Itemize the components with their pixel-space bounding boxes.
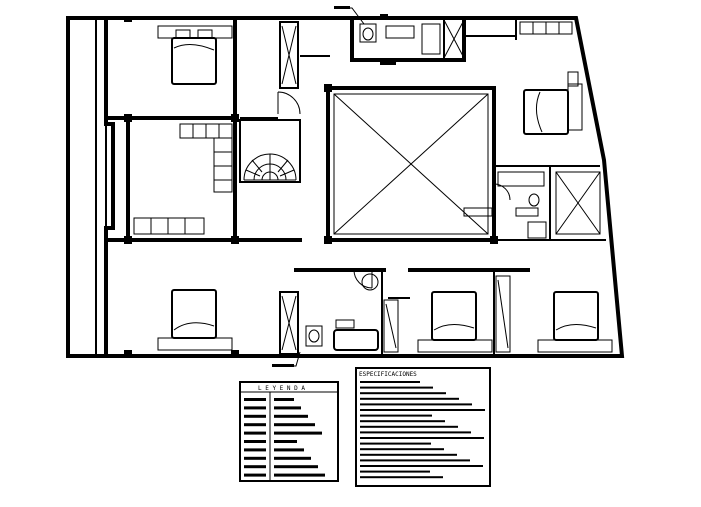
legend-table: L E Y E N D A <box>239 381 339 482</box>
specification-text-line <box>360 420 445 423</box>
specifications-title: ESPECIFICACIONES <box>359 371 417 378</box>
toilet-icon <box>305 19 547 351</box>
specification-text-line <box>360 386 433 389</box>
wardrobe-icon <box>281 25 509 351</box>
legend-text-line <box>274 465 318 469</box>
legend-symbol <box>244 398 266 401</box>
legend-text-line <box>274 456 311 460</box>
legend-text-line <box>274 414 308 418</box>
legend-text-line <box>274 473 325 477</box>
specification-text-line <box>360 476 443 479</box>
specification-text-line <box>360 453 457 456</box>
annotation-leaders <box>272 6 397 367</box>
legend-text-line <box>274 398 294 401</box>
specification-text-line <box>360 425 458 428</box>
specification-text-line <box>360 437 484 439</box>
legend-text-line <box>274 440 297 443</box>
specification-text-line <box>360 431 471 434</box>
specification-text-line <box>360 403 472 406</box>
column-marks <box>124 14 498 356</box>
specification-text-line <box>360 465 483 467</box>
specification-text-line <box>360 392 446 395</box>
legend-symbol <box>244 406 266 410</box>
specification-text-line <box>360 459 470 462</box>
legend-symbol <box>244 456 266 460</box>
legend-symbol <box>244 448 266 452</box>
doors <box>277 91 511 289</box>
legend-rows <box>244 398 325 477</box>
legend-symbol <box>244 440 266 443</box>
specification-text-line <box>360 409 485 411</box>
spiral-stair-icon <box>239 119 301 183</box>
specification-text-line <box>360 397 459 400</box>
specification-lines <box>360 381 485 479</box>
legend-text-line <box>274 423 315 427</box>
specifications-box: ESPECIFICACIONES <box>355 367 491 487</box>
bed-icon <box>157 25 613 353</box>
legend-symbol <box>244 423 266 427</box>
legend-text-line <box>274 448 304 452</box>
legend-symbol <box>244 414 266 418</box>
specification-text-line <box>360 442 431 445</box>
legend-symbol <box>244 465 266 469</box>
legend-text-line <box>274 406 301 410</box>
legend-text-line <box>274 431 322 435</box>
specification-text-line <box>360 448 444 451</box>
legend-symbol <box>244 473 266 477</box>
chairs-grid <box>133 21 573 235</box>
legend-symbol <box>244 431 266 435</box>
interior-walls <box>104 16 606 356</box>
specification-text-line <box>360 381 420 383</box>
legend-title: L E Y E N D A <box>258 385 305 392</box>
specification-text-line <box>360 470 430 473</box>
outer-walls <box>66 16 625 358</box>
specification-text-line <box>360 414 432 417</box>
